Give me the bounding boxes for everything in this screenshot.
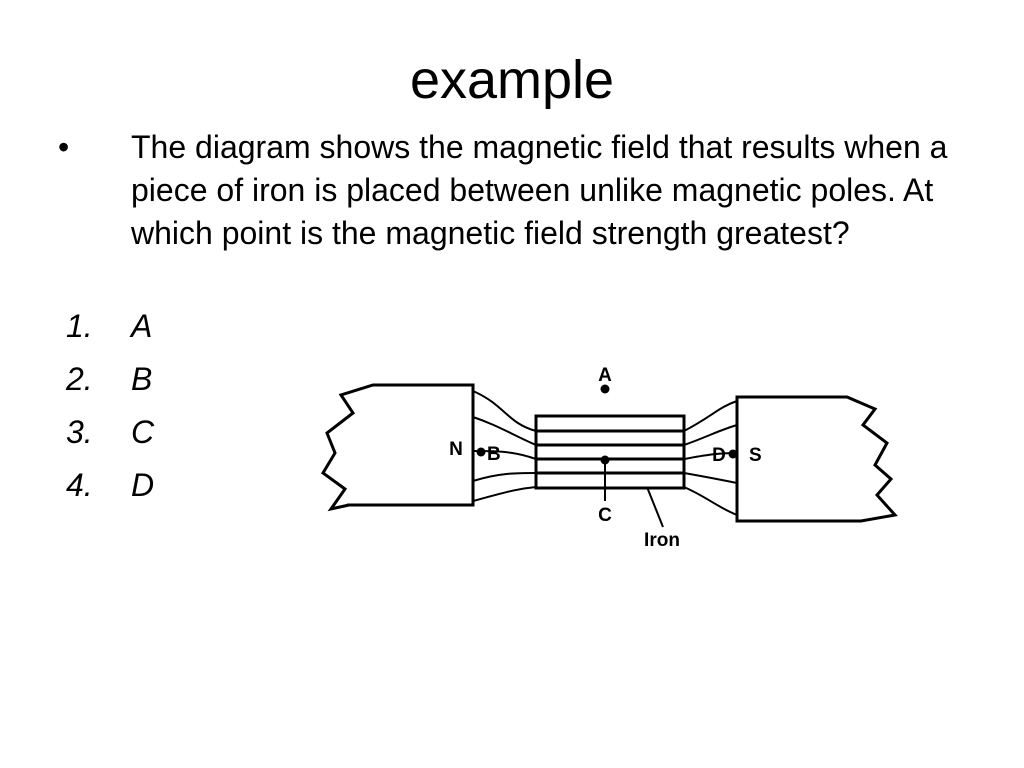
label-d: D	[712, 445, 726, 466]
point-b-dot	[476, 447, 486, 457]
label-b: B	[487, 444, 501, 465]
option-letter: A	[131, 308, 153, 344]
option-letter: B	[131, 361, 153, 397]
option-number: 1.	[66, 308, 93, 344]
label-n: N	[449, 439, 463, 460]
field-lines-right	[683, 400, 738, 516]
bullet-mark: •	[58, 129, 70, 165]
iron-field-lines	[536, 429, 684, 475]
label-s: S	[749, 445, 762, 466]
option-number: 3.	[66, 414, 93, 450]
north-magnet-block	[321, 383, 475, 512]
label-iron: Iron	[644, 530, 680, 551]
iron-leader	[646, 486, 664, 528]
iron-bar	[534, 414, 686, 490]
point-a-dot	[600, 384, 610, 394]
label-c: C	[598, 505, 612, 526]
south-magnet-block	[735, 395, 898, 523]
slide-title: example	[409, 50, 615, 110]
field-lines-left	[472, 390, 537, 502]
option-number: 2.	[66, 361, 93, 397]
magnetic-field-diagram: A N B C D S Iron	[321, 365, 898, 551]
option-letter: D	[131, 467, 155, 503]
question-text: The diagram shows the magnetic field tha…	[131, 129, 948, 251]
label-a: A	[598, 365, 612, 386]
option-letter: C	[131, 414, 155, 450]
point-d-dot	[728, 449, 738, 459]
option-number: 4.	[66, 467, 93, 503]
